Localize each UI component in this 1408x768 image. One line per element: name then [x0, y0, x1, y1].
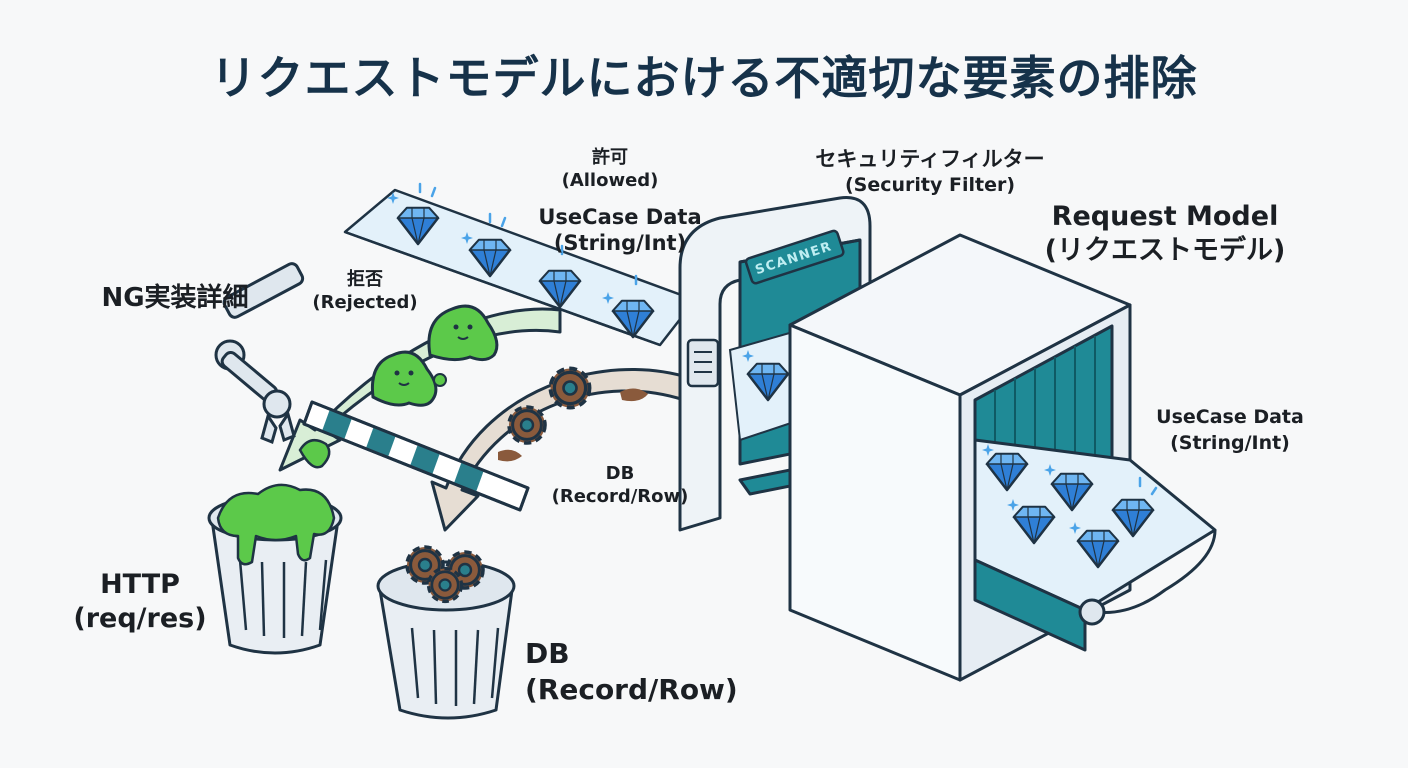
http-trash-can — [207, 483, 343, 655]
allowed-label-en: (Allowed) — [561, 170, 659, 191]
request-model-label: Request Model (リクエストモデル) — [1030, 200, 1300, 268]
gear-icon — [426, 566, 464, 604]
request-model-label-1: Request Model — [1051, 201, 1279, 232]
http-label: HTTP (req/res) — [70, 568, 210, 636]
security-filter-label-en: (Security Filter) — [844, 174, 1016, 196]
http-label-1: HTTP — [100, 569, 180, 600]
gear-icon — [507, 405, 547, 445]
gear-icon — [548, 366, 592, 410]
db-small-label-1: DB — [605, 463, 635, 484]
rejected-label: 拒否 (Rejected) — [300, 268, 430, 314]
output-conveyor — [973, 438, 1217, 652]
robot-arm — [214, 262, 305, 445]
usecase-input-label-2: (String/Int) — [553, 231, 687, 255]
slime-blob — [370, 350, 438, 407]
allowed-label: 許可 (Allowed) — [540, 146, 680, 192]
allowed-label-ja: 許可 — [592, 147, 628, 168]
db-small-label-2: (Record/Row) — [551, 486, 689, 507]
rejected-label-en: (Rejected) — [312, 292, 418, 313]
security-filter-label-ja: セキュリティフィルター — [815, 147, 1045, 171]
http-label-2: (req/res) — [73, 603, 207, 634]
request-model-label-2: (リクエストモデル) — [1044, 235, 1286, 266]
usecase-output-label-2: (String/Int) — [1170, 432, 1290, 454]
db-large-label: DB (Record/Row) — [525, 636, 738, 708]
rejected-label-ja: 拒否 — [347, 269, 383, 290]
usecase-input-label: UseCase Data (String/Int) — [520, 204, 720, 256]
db-small-label: DB (Record/Row) — [540, 462, 700, 508]
security-filter-label: セキュリティフィルター (Security Filter) — [780, 146, 1080, 198]
scanner-sign — [744, 229, 845, 285]
db-large-label-2: (Record/Row) — [525, 673, 738, 706]
ng-details-label: NG実装詳細 — [101, 283, 249, 313]
page-title: リクエストモデルにおける不適切な要素の排除 — [210, 51, 1198, 105]
usecase-output-label: UseCase Data (String/Int) — [1130, 404, 1330, 456]
usecase-output-label-1: UseCase Data — [1156, 406, 1304, 428]
barrier-arm — [302, 400, 530, 512]
slime-blob — [427, 304, 499, 362]
usecase-input-label-1: UseCase Data — [538, 205, 702, 229]
db-large-label-1: DB — [525, 637, 570, 670]
